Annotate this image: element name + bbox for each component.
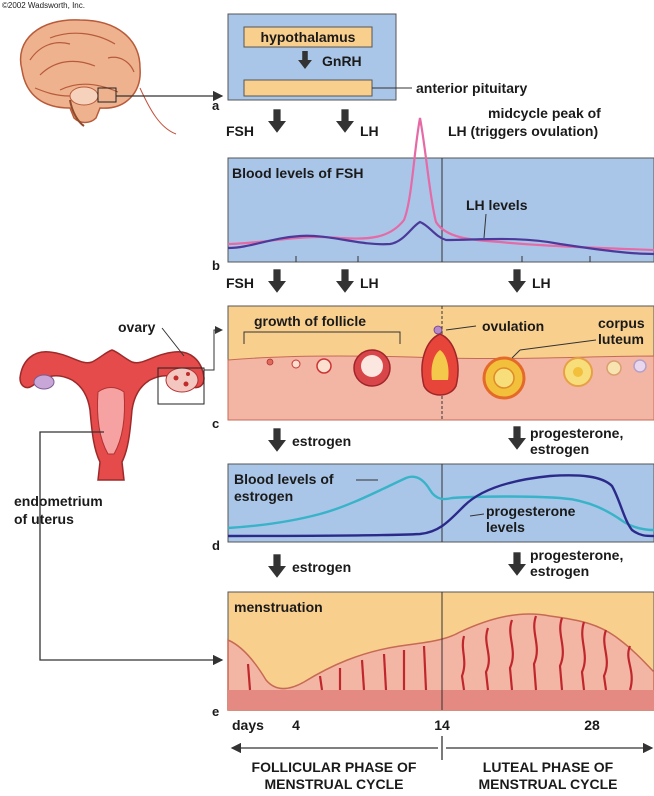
panel-d-title-line1: Blood levels of (234, 471, 334, 487)
fsh-label-b: FSH (226, 275, 254, 291)
estrogen-label-c: estrogen (292, 433, 351, 449)
panel-d-title-line2: estrogen (234, 488, 293, 504)
lh-label-a: LH (360, 123, 379, 139)
estrogen2-label-c: estrogen (530, 441, 589, 457)
endometrium-pointer (40, 432, 222, 660)
follicular-phase-label-2: MENSTRUAL CYCLE (265, 776, 404, 792)
progesterone-label-d: progesterone, (530, 547, 623, 563)
panel-a-letter: a (212, 98, 220, 113)
days-label: days (232, 717, 264, 733)
follicular-phase-label-1: FOLLICULAR PHASE OF (252, 759, 417, 775)
progesterone-levels-label-2: levels (486, 519, 525, 535)
day-28-label: 28 (584, 717, 600, 733)
progesterone-levels-label-1: progesterone (486, 503, 576, 519)
gnrh-label: GnRH (322, 53, 362, 69)
down-arrow-icon (268, 554, 286, 577)
estrogen-label-d: estrogen (292, 559, 351, 575)
fsh-label-a: FSH (226, 123, 254, 139)
peak-note-line1: midcycle peak of (488, 105, 601, 121)
growth-of-follicle-label: growth of follicle (254, 313, 366, 329)
down-arrow-icon (508, 269, 526, 292)
endometrium-label-1: endometrium (14, 493, 103, 509)
down-arrow-icon (268, 269, 286, 292)
luteal-phase-label-2: MENSTRUAL CYCLE (479, 776, 618, 792)
down-arrow-icon (508, 426, 526, 449)
brain-icon (21, 20, 176, 134)
uterus-icon (20, 350, 204, 480)
panel-c-letter: c (212, 416, 219, 431)
corpus-label: corpus (598, 315, 645, 331)
panel-d-letter: d (212, 538, 220, 553)
lh-label-b-left: LH (360, 275, 379, 291)
anterior-pituitary-box (244, 80, 372, 96)
menstruation-label: menstruation (234, 599, 323, 615)
copyright-text: ©2002 Wadsworth, Inc. (2, 1, 85, 10)
panel-e-letter: e (212, 704, 219, 719)
lh-levels-label: LH levels (466, 197, 528, 213)
peak-note-line2: LH (triggers ovulation) (448, 123, 598, 139)
luteal-phase-label-1: LUTEAL PHASE OF (483, 759, 614, 775)
day-14-label: 14 (434, 717, 450, 733)
panel-b-title: Blood levels of FSH (232, 165, 363, 181)
down-arrow-icon (508, 552, 526, 575)
estrogen2-label-d: estrogen (530, 563, 589, 579)
down-arrow-icon (336, 269, 354, 292)
luteum-label: luteum (598, 331, 644, 347)
day-4-label: 4 (292, 717, 300, 733)
panel-b-letter: b (212, 258, 220, 273)
ovary-pointer (204, 330, 222, 370)
ovary-label: ovary (118, 319, 156, 335)
down-arrow-icon (268, 109, 286, 132)
endometrium-label-2: of uterus (14, 511, 74, 527)
ovulation-label: ovulation (482, 318, 544, 334)
down-arrow-icon (336, 109, 354, 132)
lh-label-b-right: LH (532, 275, 551, 291)
hypothalamus-label: hypothalamus (261, 29, 356, 45)
progesterone-label-c: progesterone, (530, 425, 623, 441)
down-arrow-icon (268, 428, 286, 451)
anterior-pituitary-label: anterior pituitary (416, 80, 527, 96)
